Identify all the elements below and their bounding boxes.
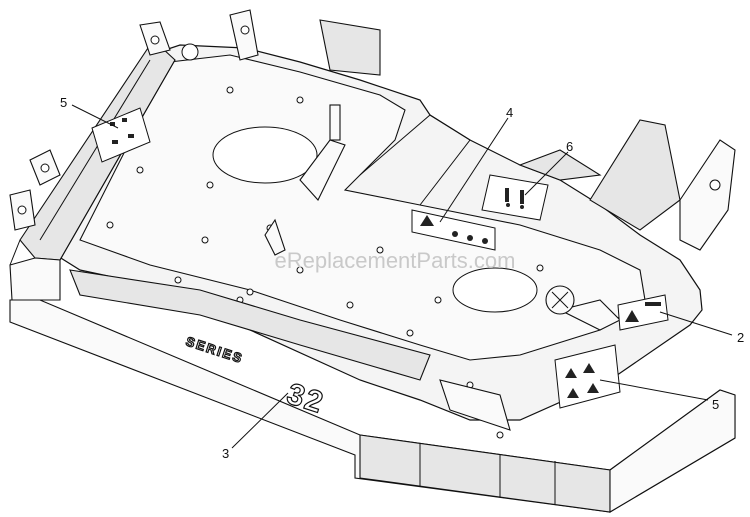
callout-3: 3 <box>222 446 229 461</box>
callout-4: 4 <box>506 105 513 120</box>
left-rail <box>9 9 259 301</box>
decal-6 <box>481 174 549 221</box>
deck-brackets <box>69 104 621 431</box>
callout-5-left: 5 <box>60 95 67 110</box>
badge-series-text: SERIES <box>184 334 245 367</box>
callout-2: 2 <box>737 330 744 345</box>
decal-5-left <box>91 107 151 163</box>
decal-5-right <box>554 344 621 409</box>
deck-bolts <box>106 86 599 439</box>
leader-lines <box>71 104 733 449</box>
decal-4 <box>411 209 496 251</box>
blade-openings <box>212 126 538 313</box>
watermark: eReplacementParts.com <box>275 248 516 273</box>
rear-housing <box>319 19 736 251</box>
callout-5-right: 5 <box>712 397 719 412</box>
decal-2 <box>617 294 669 331</box>
deck-skirt <box>9 299 736 513</box>
callout-6: 6 <box>566 139 573 154</box>
